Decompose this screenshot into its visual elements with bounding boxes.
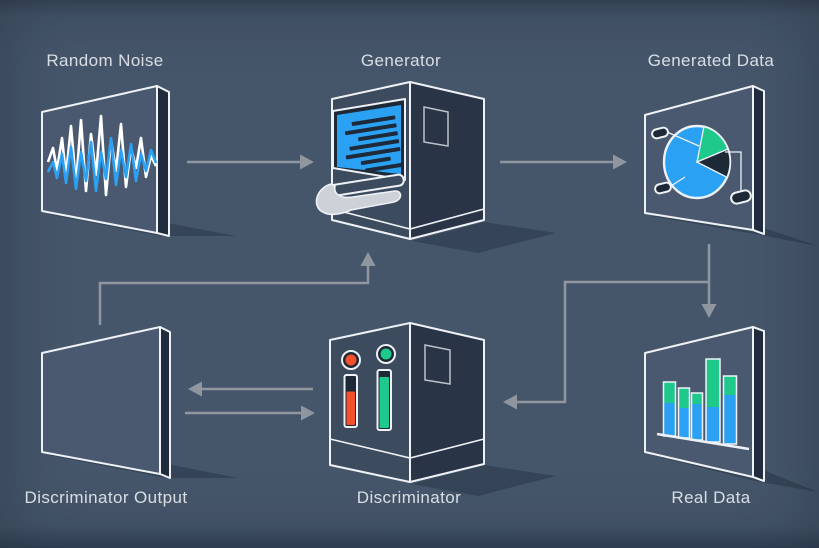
panel-face: [41, 326, 161, 475]
arrows: [98, 154, 717, 421]
bar-3-green: [691, 393, 703, 404]
bar-chart-icon: [656, 358, 750, 451]
bar-2-green: [678, 388, 690, 408]
label-real-data: Real Data: [671, 488, 751, 507]
bar-4-blue: [706, 407, 720, 442]
arrowhead-icon: [360, 252, 376, 266]
bar-1-green: [663, 382, 676, 403]
indicator-light-green-icon: [380, 348, 392, 360]
waveform-white: [46, 114, 157, 197]
gauge-fill-green: [379, 377, 389, 428]
real-data-panel: [644, 326, 818, 492]
machine-base-seam: [331, 208, 485, 230]
arrowhead-icon: [300, 154, 314, 170]
machine-side-face: [409, 81, 485, 240]
screen-text-bar: [349, 139, 400, 151]
arrowhead-icon: [188, 381, 202, 397]
machine-shadow: [412, 222, 556, 253]
pie-slice-dark: [695, 148, 731, 179]
waveform-blue: [46, 136, 157, 193]
side-vent-icon: [423, 106, 449, 147]
pie-callout-line: [666, 131, 700, 147]
label-discriminator-output: Discriminator Output: [24, 488, 188, 507]
machine-base-seam: [329, 438, 485, 459]
screen-text-bar: [345, 147, 401, 160]
panel-side-edge: [156, 85, 170, 237]
legend-pill: [654, 181, 672, 195]
bar-3-blue: [691, 404, 703, 440]
arrow-generated-data-to-discriminator: [503, 280, 709, 410]
arrow-line: [98, 266, 370, 325]
side-vent-icon: [424, 344, 451, 385]
arrow-noise-to-generator: [187, 154, 314, 170]
machine-side-face: [409, 322, 485, 483]
screen-text-bar: [358, 131, 398, 142]
arrow-line: [517, 280, 709, 404]
gauge-fill-red: [346, 391, 355, 425]
label-generator: Generator: [360, 51, 442, 70]
arrow-feedback-output-to-generator: [98, 252, 376, 325]
screen-text-bar: [351, 115, 396, 127]
label-random-noise: Random Noise: [46, 51, 164, 70]
label-generated-data: Generated Data: [647, 51, 775, 70]
arrowhead-icon: [701, 304, 717, 318]
pie-callout-line: [670, 176, 686, 187]
generated-data-panel: [644, 85, 818, 246]
panel-side-edge: [159, 326, 171, 479]
arrow-discriminator-to-output: [188, 381, 313, 397]
machine-front-face: [329, 322, 411, 483]
bar-5-green: [723, 376, 737, 395]
paper-output-icon: [315, 183, 402, 216]
chart-baseline: [656, 432, 750, 451]
panel-side-edge: [752, 326, 765, 482]
arrow-generator-to-generated-data: [500, 154, 627, 170]
panel-side-edge: [752, 85, 765, 235]
discriminator-output-panel: [41, 326, 238, 479]
screen-text-bar: [344, 123, 397, 136]
label-discriminator: Discriminator: [356, 488, 462, 507]
bar-2-blue: [678, 408, 690, 438]
waveform-icon: [46, 114, 157, 197]
arrowhead-icon: [613, 154, 627, 170]
discriminator-machine: [329, 322, 556, 496]
bar-1-blue: [663, 403, 676, 436]
pie-chart-icon: [651, 124, 752, 205]
screen-text-bar: [365, 162, 403, 173]
legend-pill: [651, 126, 669, 140]
machine-shadow: [412, 465, 556, 496]
arrowhead-icon: [503, 394, 517, 410]
bar-4-green: [706, 359, 720, 407]
bar-5-outline: [722, 375, 738, 445]
random-noise-panel: [41, 85, 236, 237]
screen-text-bar: [360, 156, 391, 166]
screen-text-lines: [344, 115, 403, 173]
arrow-generated-data-to-real-data: [701, 244, 717, 318]
bar-5-blue: [723, 395, 737, 444]
pie-callout-elbow: [725, 151, 742, 191]
arrow-output-to-discriminator: [185, 405, 315, 421]
indicator-light-red-icon: [345, 354, 357, 366]
arrowhead-icon: [301, 405, 315, 421]
generator-machine: [315, 81, 556, 253]
legend-pill: [730, 189, 752, 205]
